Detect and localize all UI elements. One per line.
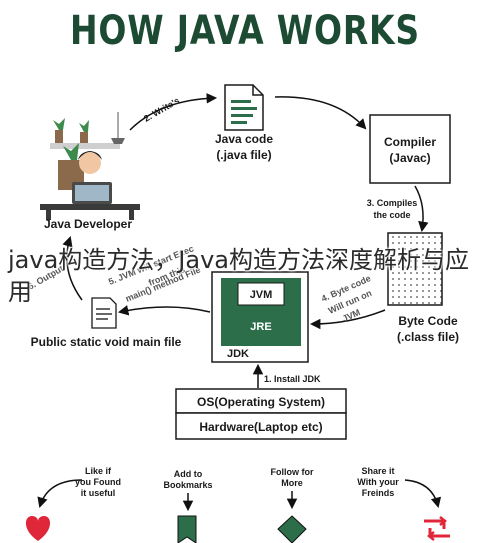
byte-code-file-icon [387,232,443,306]
developer-label: Java Developer [44,217,132,231]
arrow-compile-in [274,96,367,130]
article-title-overlay: java构造方法，Java构造方法深度解析与应用 [8,246,469,306]
follow-icon[interactable] [277,515,307,543]
hardware-label: Hardware(Laptop etc) [199,420,322,434]
jvm-box [237,282,285,306]
footer-follow-2: More [281,478,303,488]
jvm-label: JVM [250,289,273,301]
jre-label: JRE [250,321,271,333]
os-label: OS(Operating System) [197,395,325,409]
footer-follow-1: Follow for [271,467,314,477]
share-icon[interactable] [424,516,450,541]
arrow-write [129,93,218,131]
step-compile-2: the code [373,210,410,220]
compiler-box [369,114,451,184]
footer-bookmark-2: Bookmarks [163,480,212,490]
byte-code-label: Byte Code [398,314,458,328]
main-file-label: Public static void main file [31,335,182,349]
arrow-like [37,479,83,509]
arrow-jvm-start [117,305,211,316]
arrow-output [62,235,83,301]
footer-like-3: it useful [81,488,116,498]
main-file-icon [91,297,117,329]
arrow-bytecode-run [309,309,386,330]
step-install: 1. Install JDK [264,374,321,384]
bookmark-icon[interactable] [177,515,197,543]
heart-icon[interactable] [25,516,51,541]
developer-illustration [40,112,140,220]
compiler-label: Compiler [384,135,436,149]
footer-bookmark-1: Add to [174,469,203,479]
footer-share-2: With your [357,477,399,487]
step-compile-1: 3. Compiles [367,198,418,208]
footer-like-2: you Found [75,477,121,487]
byte-code-sublabel: (.class file) [397,330,459,344]
footer-share-3: Freinds [362,488,395,498]
arrow-compile-out [414,185,429,233]
jdk-label: JDK [227,348,249,360]
hardware-box [175,412,347,440]
arrow-share [404,479,442,509]
java-code-file-icon [224,84,264,131]
footer-share-1: Share it [361,466,394,476]
footer-like-1: Like if [85,466,112,476]
java-code-sublabel: (.java file) [216,148,271,162]
compiler-sublabel: (Javac) [389,151,430,165]
java-code-label: Java code [215,132,273,146]
page-title: HOW JAVA WORKS [70,8,420,54]
step-write: 2. Write's [142,95,181,123]
os-box [175,388,347,414]
